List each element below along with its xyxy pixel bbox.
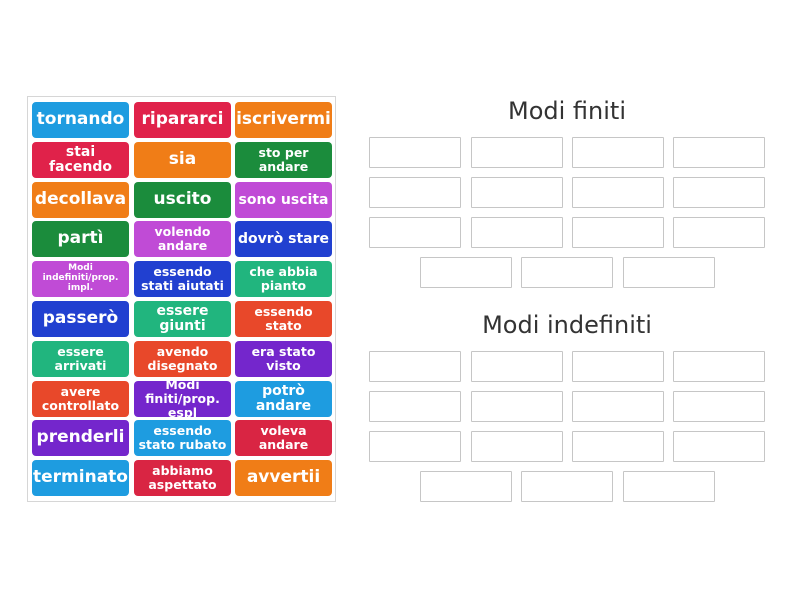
answer-tile[interactable]: essendo stati aiutati [134, 261, 231, 297]
drop-slot[interactable] [471, 177, 563, 208]
answer-tile[interactable]: partì [32, 221, 129, 257]
answer-tile[interactable]: era stato visto [235, 341, 332, 377]
answer-tile[interactable]: Modi indefiniti/prop. impl. [32, 261, 129, 297]
drop-slot[interactable] [673, 431, 765, 462]
drop-slot[interactable] [623, 257, 715, 288]
answer-tile[interactable]: sto per andare [235, 142, 332, 178]
answer-tile[interactable]: che abbia pianto [235, 261, 332, 297]
answer-tile[interactable]: avere controllato [32, 381, 129, 417]
answer-tile[interactable]: essere arrivati [32, 341, 129, 377]
drop-slot[interactable] [369, 431, 461, 462]
answer-tile[interactable]: essere giunti [134, 301, 231, 337]
answer-tile[interactable]: uscito [134, 182, 231, 218]
drop-slot[interactable] [673, 217, 765, 248]
drop-slot[interactable] [572, 217, 664, 248]
answer-tile[interactable]: dovrò stare [235, 221, 332, 257]
drop-slot[interactable] [673, 137, 765, 168]
answer-tile[interactable]: avvertii [235, 460, 332, 496]
drop-slot[interactable] [471, 391, 563, 422]
drop-slot[interactable] [369, 391, 461, 422]
answer-tile[interactable]: iscrivermi [235, 102, 332, 138]
drop-slot[interactable] [572, 391, 664, 422]
answer-tile[interactable]: stai facendo [32, 142, 129, 178]
answer-tile[interactable]: essendo stato rubato [134, 420, 231, 456]
answer-tile[interactable]: Modi finiti/prop. espl [134, 378, 231, 419]
drop-slot[interactable] [572, 431, 664, 462]
drop-slot[interactable] [673, 351, 765, 382]
drop-slot[interactable] [521, 257, 613, 288]
answer-tile[interactable]: tornando [32, 102, 129, 138]
answer-tile[interactable]: potrò andare [235, 381, 332, 417]
drop-slot[interactable] [673, 391, 765, 422]
drop-slot[interactable] [471, 217, 563, 248]
drop-slot[interactable] [471, 431, 563, 462]
drop-slot[interactable] [471, 351, 563, 382]
answer-tile[interactable]: sono uscita [235, 182, 332, 218]
drop-slot[interactable] [572, 177, 664, 208]
answer-tile[interactable]: volendo andare [134, 221, 231, 257]
answer-tile[interactable]: abbiamo aspettato [134, 460, 231, 496]
answer-tile[interactable]: avendo disegnato [134, 341, 231, 377]
drop-slot[interactable] [521, 471, 613, 502]
drop-slot[interactable] [420, 257, 512, 288]
answer-tile[interactable]: ripararci [134, 102, 231, 138]
drop-slot[interactable] [369, 351, 461, 382]
answer-tile[interactable]: sia [134, 142, 231, 178]
answer-tile[interactable]: passerò [32, 301, 129, 337]
drop-slot[interactable] [369, 217, 461, 248]
answer-tile[interactable]: terminato [32, 460, 129, 496]
drop-slot[interactable] [623, 471, 715, 502]
drop-slot[interactable] [369, 137, 461, 168]
drop-slot[interactable] [420, 471, 512, 502]
drop-slot[interactable] [471, 137, 563, 168]
answer-tile[interactable]: prenderli [32, 420, 129, 456]
answer-tile[interactable]: decollava [32, 182, 129, 218]
drop-slot[interactable] [572, 351, 664, 382]
drop-slot[interactable] [572, 137, 664, 168]
answer-tile[interactable]: voleva andare [235, 420, 332, 456]
drop-slot[interactable] [369, 177, 461, 208]
group-title-modi-finiti: Modi finiti [508, 97, 626, 125]
drop-slot[interactable] [673, 177, 765, 208]
answer-tile[interactable]: essendo stato [235, 301, 332, 337]
group-title-modi-indefiniti: Modi indefiniti [482, 311, 652, 339]
